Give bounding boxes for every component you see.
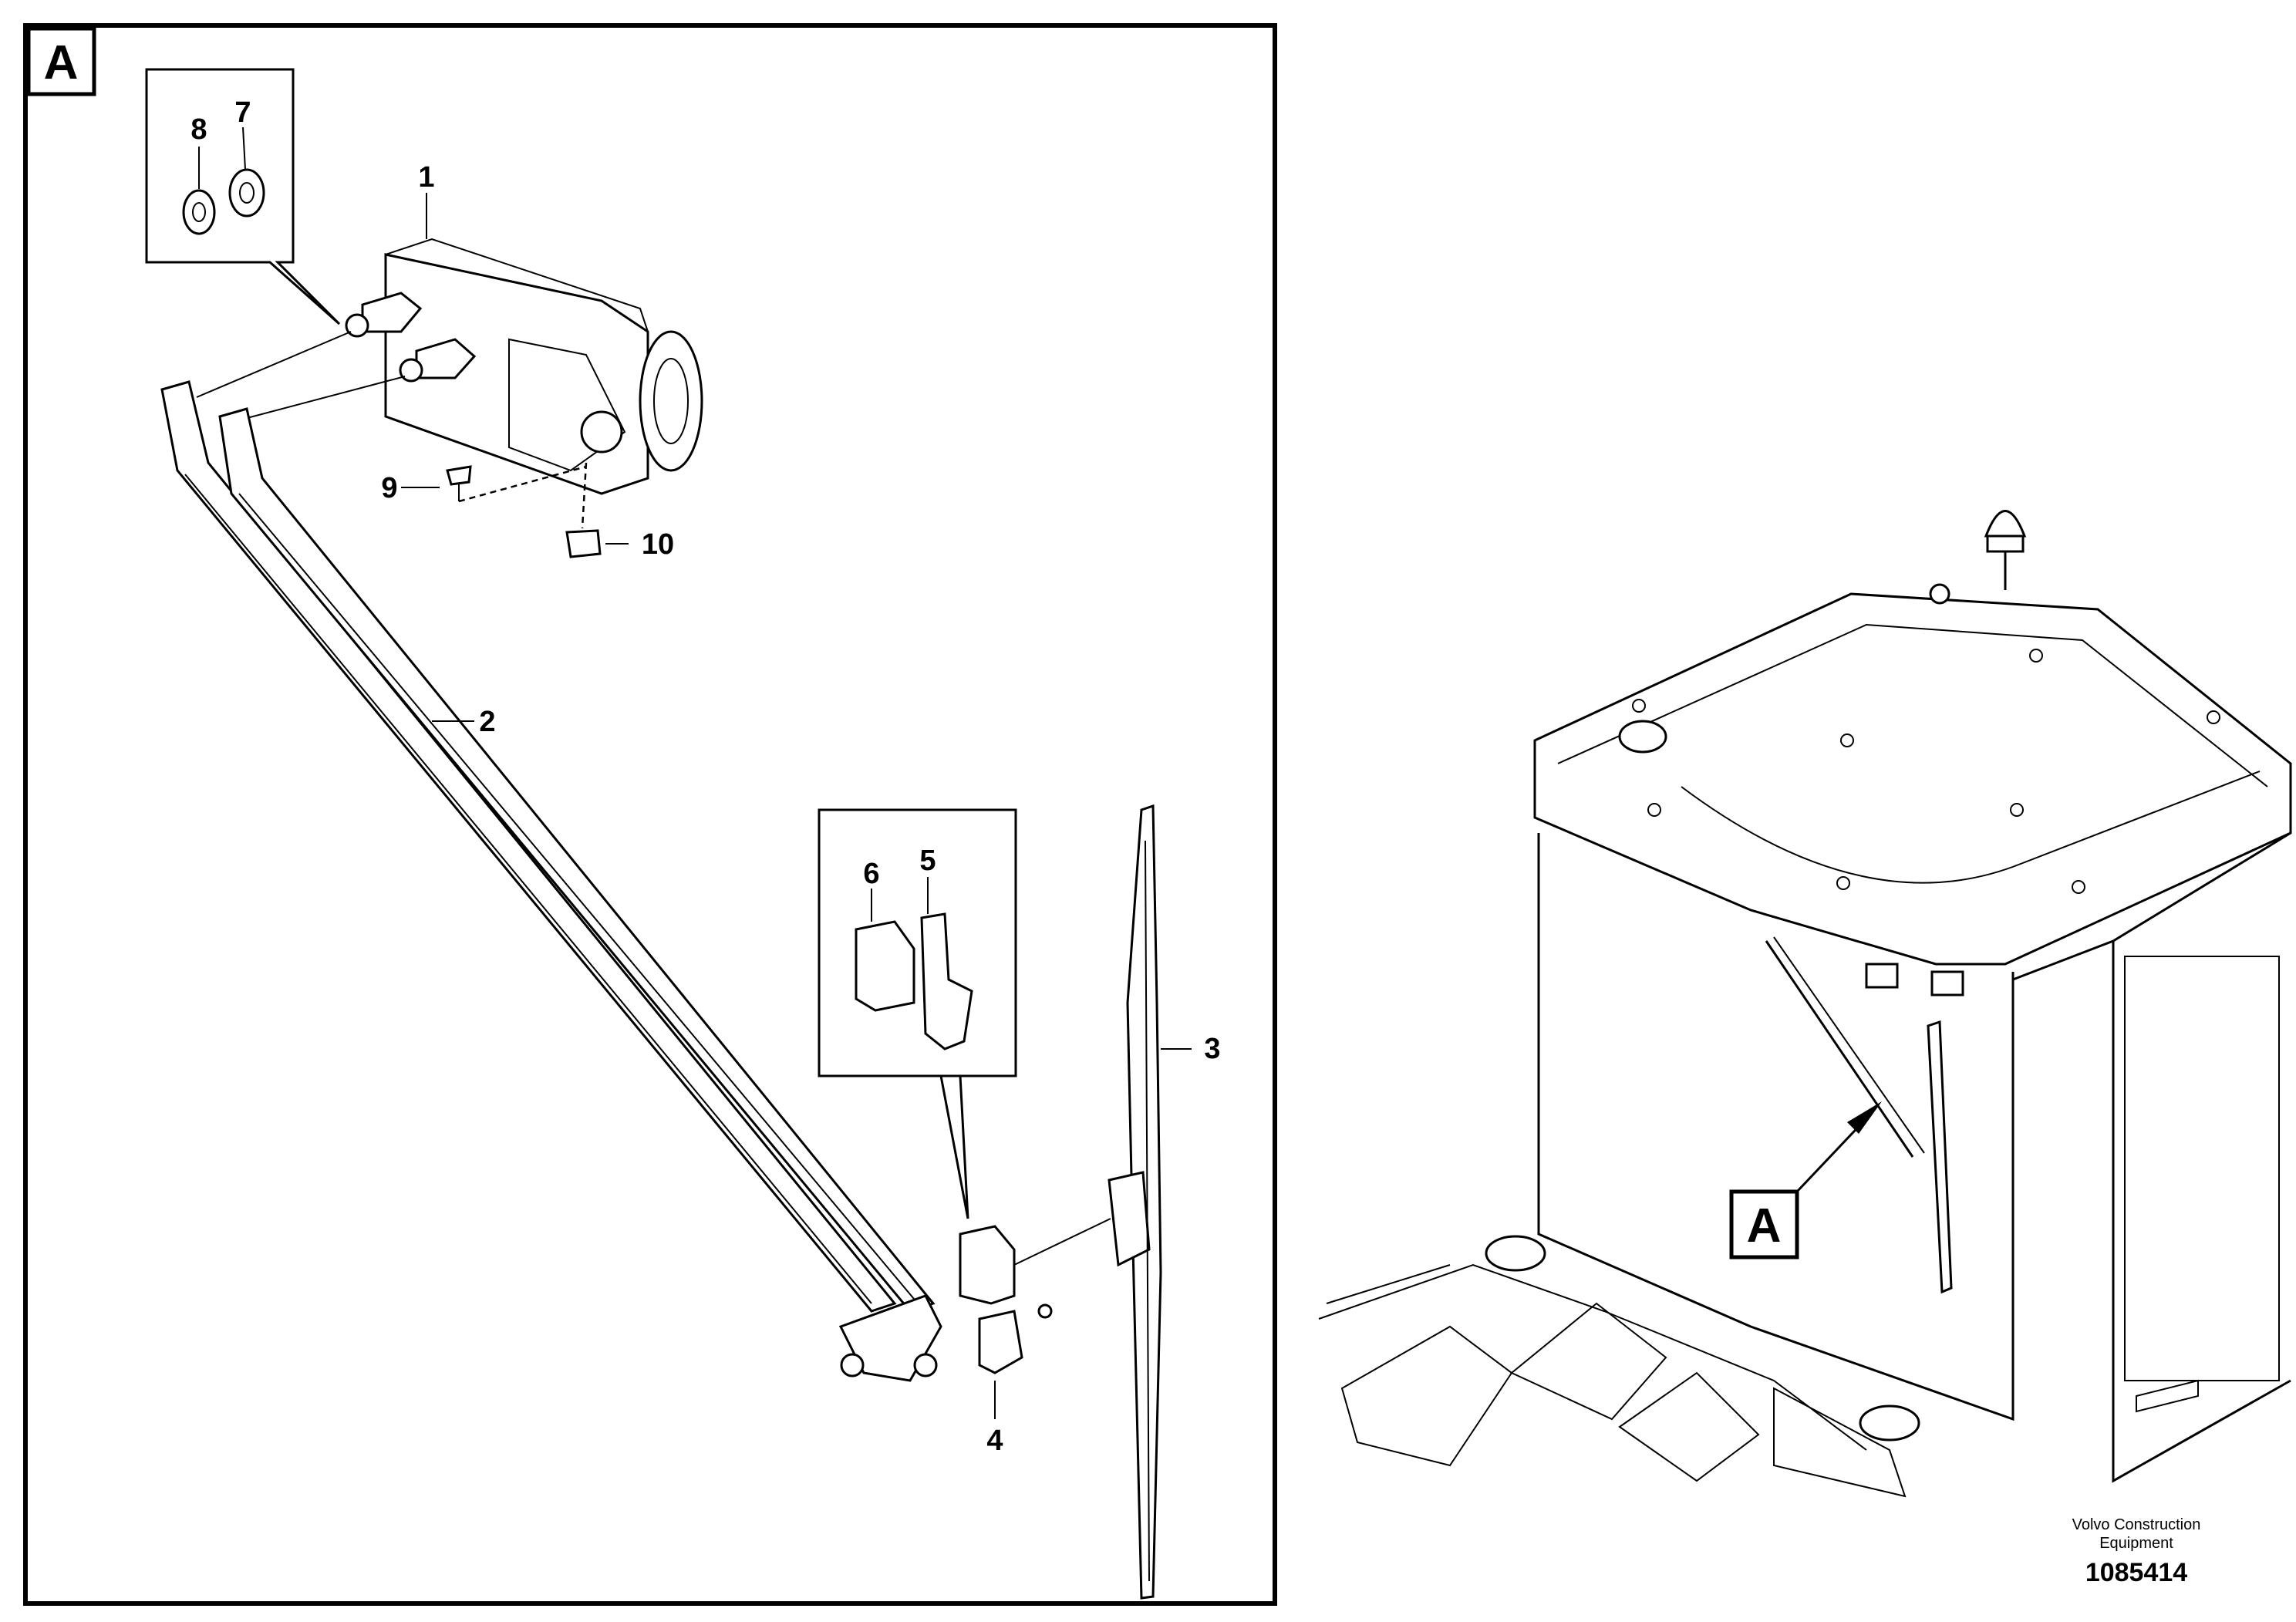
- callout-10: 10: [642, 528, 674, 561]
- brand-line-2: Equipment: [2099, 1535, 2173, 1552]
- washer-8: [182, 189, 216, 235]
- callout-2: 2: [479, 706, 495, 738]
- washer-7: [228, 168, 265, 218]
- adapter-6: [855, 920, 915, 1012]
- screw-9: 9: [381, 465, 587, 504]
- brand-line-1: Volvo Construction: [2072, 1516, 2201, 1533]
- detail-marker-label: A: [1747, 1199, 1782, 1253]
- callout-9: 9: [381, 472, 397, 504]
- detail-marker: A: [1729, 1101, 1882, 1259]
- view-label-box: A: [26, 26, 96, 96]
- adapter-4: 4: [959, 1218, 1111, 1457]
- callout-7: 7: [234, 96, 251, 129]
- adapter-5: [920, 912, 973, 1050]
- nut-10: 10: [565, 462, 674, 561]
- wiper-arm: 2: [160, 380, 942, 1382]
- detail-view-frame: [23, 23, 1277, 1606]
- adapter-inset: 6 5: [818, 808, 1017, 1219]
- drawing-number: 1085414: [2085, 1558, 2188, 1587]
- callout-4: 4: [986, 1425, 1003, 1457]
- view-label: A: [44, 36, 79, 89]
- callout-5: 5: [919, 845, 936, 877]
- cab-overview: [1318, 510, 2292, 1498]
- brand-credit: Volvo Construction Equipment: [2021, 1516, 2252, 1553]
- callout-8: 8: [190, 113, 207, 146]
- callout-3: 3: [1204, 1033, 1220, 1065]
- wiper-blade: 3: [1108, 804, 1221, 1600]
- callout-6: 6: [863, 858, 879, 890]
- callout-1: 1: [418, 161, 434, 194]
- wiper-motor: 1: [345, 161, 703, 495]
- washer-inset: 8 7: [145, 68, 341, 325]
